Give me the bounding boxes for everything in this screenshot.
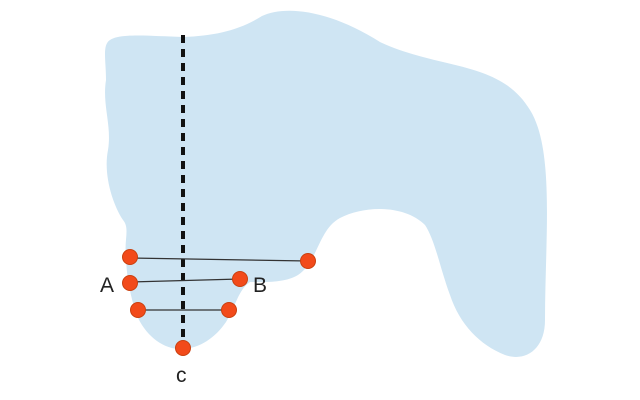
point-bottom-right (221, 302, 237, 318)
point-top-right (300, 253, 316, 269)
label-a: A (100, 274, 114, 297)
point-c (175, 340, 191, 356)
chord-top (129, 257, 309, 262)
point-b (232, 271, 248, 287)
point-bottom-left (130, 302, 146, 318)
point-a (122, 275, 138, 291)
label-b: B (253, 274, 267, 297)
label-c: c (176, 364, 187, 387)
chord-ab (129, 278, 241, 283)
point-top-left (122, 249, 138, 265)
blue-region (105, 10, 547, 357)
